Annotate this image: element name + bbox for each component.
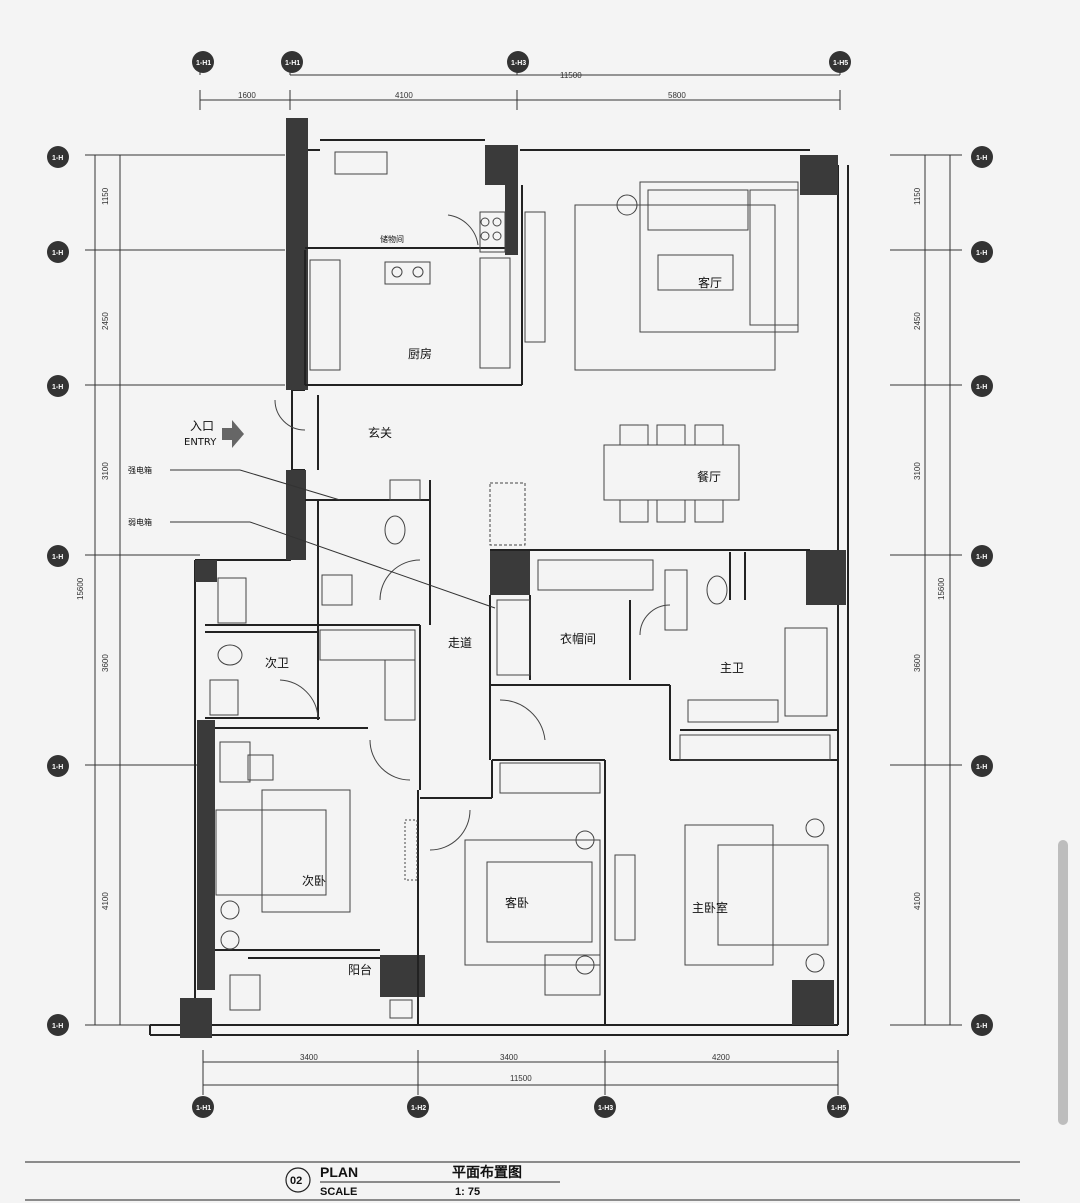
bottom-dim-2: 3400 — [500, 1053, 518, 1062]
door-swings — [274, 214, 671, 851]
left-grid-bubbles — [47, 146, 69, 1036]
left-dim-4: 3600 — [101, 654, 110, 672]
room-label-master-bath: 主卫 — [720, 661, 744, 675]
left-dim-2: 2450 — [101, 312, 110, 330]
left-dim-5: 4100 — [101, 892, 110, 910]
right-grid-bubbles — [971, 146, 993, 1036]
right-dim-3: 3100 — [913, 462, 922, 480]
room-label-guest-bedroom: 客卧 — [505, 895, 529, 910]
bottom-grid-label-1: 1-H1 — [196, 1105, 211, 1112]
right-dim-2: 2450 — [913, 312, 922, 330]
top-dimension-line — [199, 68, 841, 110]
top-grid-bubbles — [192, 51, 851, 73]
room-label-dining: 餐厅 — [697, 469, 721, 484]
top-grid-label-3: 1-H3 — [511, 60, 526, 67]
bottom-grid-label-4: 1-H5 — [831, 1105, 846, 1112]
title-cn: 平面布置图 — [452, 1164, 522, 1180]
room-label-master-bedroom: 主卧室 — [692, 900, 728, 915]
callout-weak-box: 弱电箱 — [128, 517, 152, 527]
left-grid-label-6: 1-H — [52, 1023, 63, 1030]
left-grid-label-1: 1-H — [52, 155, 63, 162]
top-dim-2: 4100 — [395, 91, 413, 100]
furniture-bedrooms — [215, 741, 829, 996]
room-label-utility: 储物间 — [380, 234, 404, 244]
bottom-dimension-line — [202, 1050, 839, 1095]
bottom-grid-bubbles — [192, 1096, 849, 1118]
left-grid-label-4: 1-H — [52, 554, 63, 561]
room-label-foyer: 玄关 — [368, 425, 392, 440]
right-grid-label-1: 1-H — [976, 155, 987, 162]
top-grid-label-2: 1-H1 — [285, 60, 300, 67]
right-dim-4: 3600 — [913, 654, 922, 672]
top-dim-1: 1600 — [238, 91, 256, 100]
title-block-lines — [25, 1161, 1020, 1201]
title-plan: PLAN — [320, 1164, 358, 1180]
callout-strong-box: 强电箱 — [128, 465, 152, 475]
right-grid-label-4: 1-H — [976, 554, 987, 561]
bathroom-fixtures — [209, 479, 828, 1019]
bottom-grid-label-3: 1-H3 — [598, 1105, 613, 1112]
room-label-kitchen: 厨房 — [408, 346, 432, 361]
right-grid-label-6: 1-H — [976, 1023, 987, 1030]
bottom-total-dim: 11500 — [510, 1074, 532, 1083]
room-label-balcony: 阳台 — [348, 962, 372, 977]
bottom-dim-3: 4200 — [712, 1053, 730, 1062]
structural-columns — [180, 118, 846, 1038]
top-grid-label-1: 1-H1 — [196, 60, 211, 67]
left-grid-label-5: 1-H — [52, 764, 63, 771]
top-dim-3: 5800 — [668, 91, 686, 100]
bottom-dim-1: 3400 — [300, 1053, 318, 1062]
left-dim-3: 3100 — [101, 462, 110, 480]
left-total-dim: 15600 — [76, 577, 85, 600]
room-label-second-bath: 次卫 — [265, 656, 289, 670]
bottom-grid-label-2: 1-H2 — [411, 1105, 426, 1112]
title-scale-value: 1: 75 — [455, 1186, 480, 1198]
top-total-dim: 11500 — [560, 71, 582, 80]
right-dimension-line — [890, 154, 962, 1026]
left-grid-label-2: 1-H — [52, 250, 63, 257]
entry-arrow-icon — [222, 420, 244, 448]
entry-label-en: ENTRY — [184, 437, 217, 448]
right-grid-label-5: 1-H — [976, 764, 987, 771]
title-scale-label: SCALE — [320, 1186, 357, 1198]
callout-leaders — [170, 469, 496, 609]
room-label-living: 客厅 — [698, 275, 722, 290]
vertical-scrollbar[interactable] — [1058, 840, 1068, 1125]
right-total-dim: 15600 — [937, 577, 946, 600]
room-label-second-bedroom: 次卧 — [302, 874, 326, 888]
right-grid-label-3: 1-H — [976, 384, 987, 391]
title-number: 02 — [290, 1175, 302, 1187]
right-grid-label-2: 1-H — [976, 250, 987, 257]
right-dim-5: 4100 — [913, 892, 922, 910]
furniture-dining — [489, 424, 740, 546]
furniture-living — [524, 181, 799, 371]
closet-shelving — [319, 559, 831, 794]
right-dim-1: 1150 — [913, 187, 922, 205]
top-grid-label-4: 1-H5 — [833, 60, 848, 67]
room-label-corridor: 走道 — [448, 636, 472, 650]
furniture-kitchen — [309, 151, 511, 371]
room-label-walkin: 衣帽间 — [560, 631, 596, 646]
entry-label-cn: 入口 — [190, 419, 214, 433]
left-grid-label-3: 1-H — [52, 384, 63, 391]
left-dim-1: 1150 — [101, 187, 110, 205]
